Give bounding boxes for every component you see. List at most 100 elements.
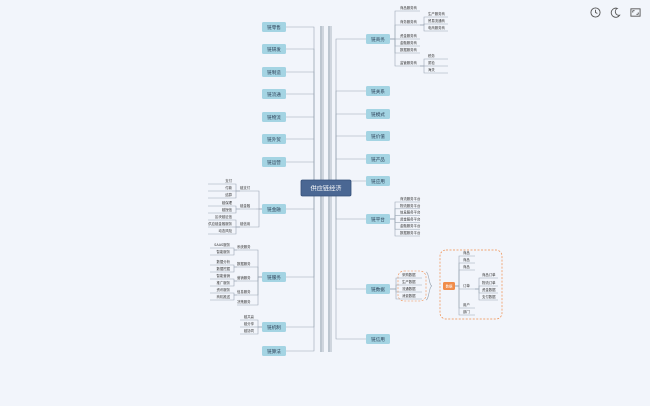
connector-right-3: [335, 113, 366, 188]
branch-left-7-label: 链运营: [267, 159, 281, 166]
branch-right-2-label: 链关系: [371, 88, 385, 95]
branch-left-5[interactable]: [262, 112, 286, 122]
branch-right-7[interactable]: [366, 214, 390, 224]
data-detail-root[interactable]: [443, 282, 455, 290]
data-detail-item-4: 订单: [463, 283, 470, 288]
data-detail-conn: [455, 285, 463, 316]
branch-left-11-label: 链算法: [267, 348, 281, 355]
commerce-item-conn: [420, 65, 428, 74]
commerce-group-6: 监管服务商: [400, 60, 418, 65]
branch-left-6[interactable]: [262, 134, 286, 144]
service-item-conn: [230, 280, 237, 287]
commerce-item-6-3: 海关: [428, 67, 435, 72]
finance-item-conn: [232, 226, 240, 235]
branch-left-8[interactable]: [262, 204, 286, 214]
data-detail-item-2: 商品: [463, 257, 470, 262]
toolbar: [588, 5, 642, 19]
clock-icon[interactable]: [588, 5, 602, 19]
data-detail-sub-conn: [475, 288, 482, 301]
commerce-group-5: 数据服务商: [400, 47, 418, 52]
service-group-conn-2: [255, 266, 262, 278]
branch-left-11[interactable]: [262, 346, 286, 356]
service-item-4-2: 商机推送: [216, 294, 230, 299]
platform-item-3: 信息服务平台: [400, 210, 421, 215]
branch-right-5-label: 链产品: [371, 156, 385, 163]
finance-item-2-2: 链授信: [222, 207, 233, 212]
data-detail-item-6: 部门: [463, 309, 470, 314]
branch-right-5[interactable]: [366, 154, 390, 164]
branch-left-5-label: 链物流: [267, 114, 281, 121]
branch-left-10[interactable]: [262, 322, 286, 332]
connector-right-5: [335, 158, 366, 188]
connector-left-3: [286, 71, 315, 188]
service-item-2-2: 数据挖掘: [216, 266, 230, 271]
expand-icon[interactable]: [628, 5, 642, 19]
data-detail-item-3: 商品: [463, 264, 470, 269]
finance-item-conn: [232, 190, 240, 199]
branch-left-4-label: 链流通: [267, 91, 281, 98]
finance-item-3-3: 动态风险: [218, 228, 232, 233]
branch-left-1[interactable]: [262, 22, 286, 32]
service-item-3-1: 智能营销: [216, 273, 230, 278]
finance-item-conn: [232, 219, 240, 228]
connector-left-9: [286, 188, 315, 278]
branch-left-2-label: 链研发: [267, 46, 281, 53]
service-item-1-2: 智能服务: [216, 249, 230, 254]
commerce-group-conn-6: [390, 38, 400, 67]
branch-left-7[interactable]: [262, 157, 286, 167]
data-brace-bottom: [425, 285, 433, 301]
commerce-item-conn: [420, 58, 428, 67]
commerce-item-6-1: 税务: [428, 53, 435, 58]
connector-left-2: [286, 48, 315, 188]
center-node-label: 供应链经济: [311, 185, 343, 193]
finance-item-3-1: 区块链征信: [215, 214, 233, 219]
platform-item-5: 金融服务平台: [400, 223, 421, 228]
connector-left-1: [286, 26, 315, 188]
moon-icon[interactable]: [608, 5, 622, 19]
data-detail-frame: [439, 249, 503, 320]
branch-left-1-label: 链零售: [267, 24, 281, 31]
data-item-1: 采购数据: [402, 272, 416, 277]
service-item-conn: [230, 266, 237, 273]
connector-right-8: [335, 188, 366, 290]
service-group-conn-5: [255, 276, 262, 306]
data-detail-root-label: 数据: [446, 283, 453, 288]
branch-left-2[interactable]: [262, 44, 286, 54]
branch-left-8-label: 链金融: [267, 206, 281, 213]
branch-right-3[interactable]: [366, 109, 390, 119]
data-brace-top: [425, 271, 433, 287]
service-item-conn: [230, 249, 237, 256]
data-detail-sub-1: 商品订单: [482, 272, 496, 277]
finance-item-conn: [232, 205, 240, 210]
mechanism-item-1: 链共赢: [244, 314, 255, 319]
branch-right-1[interactable]: [366, 34, 390, 44]
platform-item-1: 商流服务平台: [400, 196, 421, 201]
commerce-item-2-2: 贸易流通商: [428, 18, 446, 23]
service-group-conn-4: [255, 276, 262, 296]
branch-right-9-label: 链信用: [371, 336, 385, 343]
data-item-conn: [390, 288, 402, 300]
finance-item-2-1: 链保理: [222, 200, 233, 205]
connector-right-1: [335, 38, 366, 188]
branch-right-9[interactable]: [366, 334, 390, 344]
branch-right-4-label: 链价值: [371, 133, 385, 140]
finance-item-1-1: 支付: [225, 178, 232, 183]
center-node[interactable]: [300, 179, 352, 197]
finance-item-conn: [232, 208, 240, 214]
branch-left-3[interactable]: [262, 67, 286, 77]
branch-right-4[interactable]: [366, 131, 390, 141]
service-item-2-1: 数据分析: [216, 259, 230, 264]
branch-right-2[interactable]: [366, 86, 390, 96]
commerce-group-3: 资金服务商: [400, 33, 418, 38]
finance-group-conn-3: [256, 208, 262, 228]
data-detail-conn: [455, 269, 463, 287]
branch-right-6[interactable]: [366, 176, 390, 186]
mechanism-item-conn: [254, 326, 262, 335]
branch-left-4[interactable]: [262, 89, 286, 99]
branch-left-9[interactable]: [262, 272, 286, 282]
platform-item-2: 物流服务平台: [400, 203, 421, 208]
connector-left-5: [286, 116, 315, 188]
service-group-conn-3: [255, 276, 262, 282]
finance-group-2: 链金融: [240, 203, 251, 208]
branch-right-8[interactable]: [366, 284, 390, 294]
